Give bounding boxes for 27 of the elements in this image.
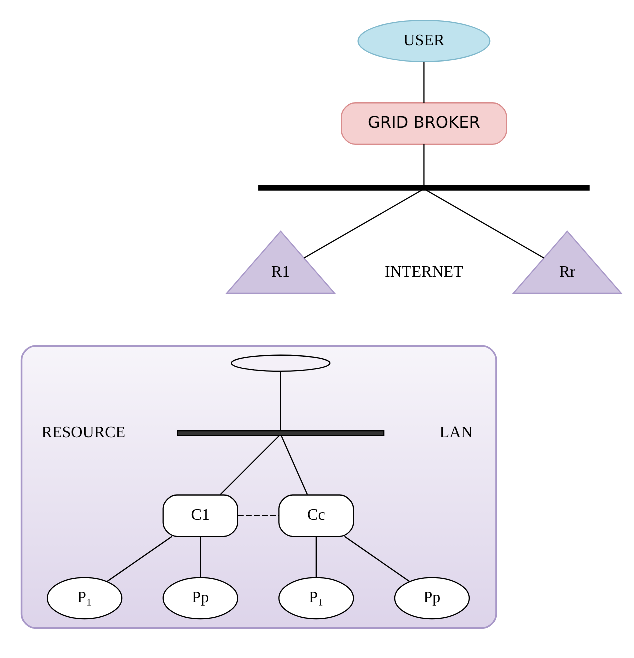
node-ellipse: USER bbox=[358, 20, 491, 62]
connector bbox=[344, 536, 410, 582]
connector bbox=[238, 515, 280, 516]
node-ellipse: P₁ bbox=[47, 577, 123, 620]
connector bbox=[304, 190, 422, 259]
connector bbox=[426, 190, 544, 259]
node-bar bbox=[258, 185, 590, 191]
connector bbox=[280, 436, 308, 496]
connector bbox=[200, 536, 202, 578]
label: INTERNET bbox=[384, 264, 464, 282]
cluster bbox=[20, 345, 498, 630]
connector bbox=[106, 536, 173, 582]
node-ellipse: Pp bbox=[162, 577, 238, 620]
connector bbox=[316, 536, 317, 578]
connector bbox=[424, 144, 425, 186]
node-box: Cc bbox=[278, 494, 354, 538]
label: LAN bbox=[440, 424, 473, 442]
node-ellipse: P₁ bbox=[278, 577, 354, 620]
node-box: GRID BROKER bbox=[341, 102, 508, 145]
node-ellipse bbox=[231, 354, 331, 372]
node-box: C1 bbox=[162, 494, 238, 538]
connector bbox=[280, 372, 282, 431]
connector bbox=[220, 435, 280, 496]
node-ellipse: Pp bbox=[394, 577, 470, 620]
connector bbox=[424, 62, 425, 104]
label: RESOURCE bbox=[42, 424, 126, 442]
node-bar bbox=[177, 430, 385, 436]
